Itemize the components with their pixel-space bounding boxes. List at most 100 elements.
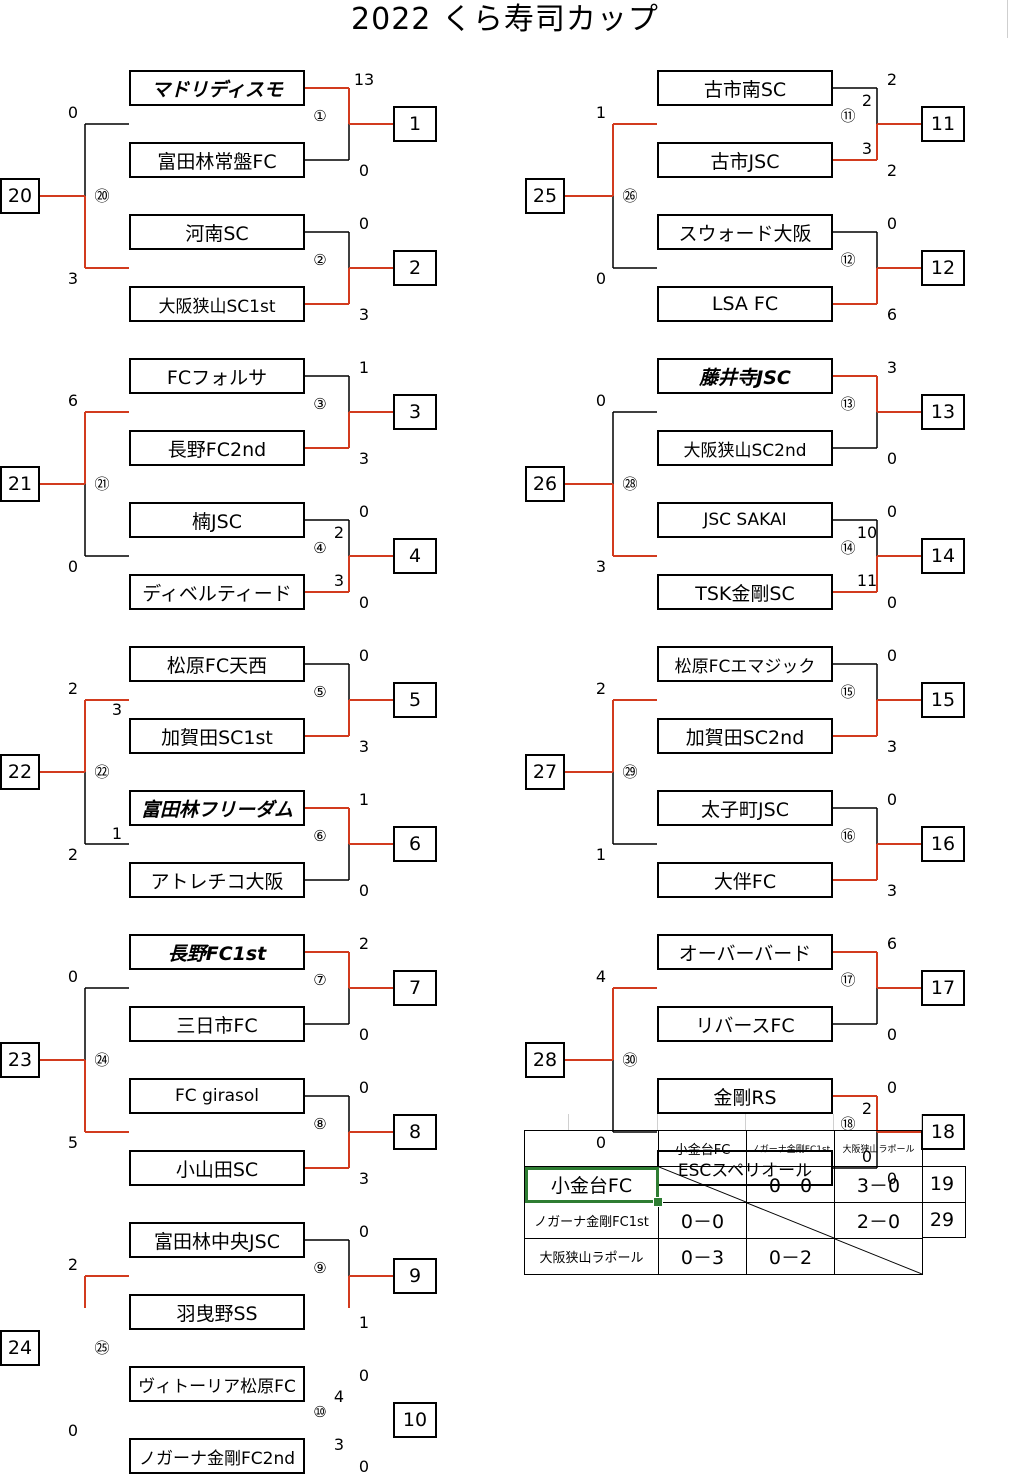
winner-box[interactable]: 5: [393, 682, 437, 718]
team-name-box[interactable]: 羽曳野SS: [129, 1294, 305, 1330]
winner-box[interactable]: 2: [393, 250, 437, 286]
team-name-box[interactable]: LSA FC: [657, 286, 833, 322]
team-name-box[interactable]: 大阪狭山SC1st: [129, 286, 305, 322]
team-name-box[interactable]: アトレチコ大阪: [129, 862, 305, 898]
round2-winner-box[interactable]: 27: [525, 754, 565, 790]
winner-box[interactable]: 14: [921, 538, 965, 574]
team-name-box[interactable]: マドリディスモ: [129, 70, 305, 106]
match-number: ⑥: [313, 827, 327, 845]
team-name-box[interactable]: 楠JSC: [129, 502, 305, 538]
team-name-box[interactable]: 大阪狭山SC2nd: [657, 430, 833, 466]
score-bottom: 0: [358, 593, 370, 612]
match-number: ⑨: [313, 1259, 327, 1277]
round2-score-top: 2: [67, 1255, 79, 1274]
league-col-header[interactable]: 大阪狭山ラポール: [834, 1130, 923, 1167]
team-name-box[interactable]: ディベルティード: [129, 574, 305, 610]
winner-box[interactable]: 10: [393, 1402, 437, 1438]
team-name-box[interactable]: FCフォルサ: [129, 358, 305, 394]
score-bottom: 0: [358, 161, 370, 180]
winner-box[interactable]: 12: [921, 250, 965, 286]
team-name-box[interactable]: 長野FC1st: [129, 934, 305, 970]
round2-pk-top: 3: [111, 700, 123, 719]
team-name-box[interactable]: リバースFC: [657, 1006, 833, 1042]
match-number: ②: [313, 251, 327, 269]
team-name-box[interactable]: 金剛RS: [657, 1078, 833, 1114]
league-cell[interactable]: 0－2: [746, 1238, 835, 1275]
score-top: 1: [358, 790, 370, 809]
league-cell[interactable]: 0－0: [746, 1166, 835, 1203]
score-bottom: 0: [886, 1025, 898, 1044]
team-name-box[interactable]: オーバーバード: [657, 934, 833, 970]
winner-box[interactable]: 1: [393, 106, 437, 142]
team-name-box[interactable]: FC girasol: [129, 1078, 305, 1114]
league-cell[interactable]: 2－0: [834, 1202, 923, 1239]
winner-box[interactable]: 16: [921, 826, 965, 862]
winner-box[interactable]: 13: [921, 394, 965, 430]
league-cell-self[interactable]: [658, 1166, 747, 1203]
team-name-box[interactable]: 加賀田SC1st: [129, 718, 305, 754]
league-cell-self[interactable]: [746, 1202, 835, 1239]
league-cell[interactable]: 0－0: [658, 1202, 747, 1239]
team-name-box[interactable]: 古市南SC: [657, 70, 833, 106]
winner-box[interactable]: 18: [921, 1114, 965, 1150]
round2-match-number: ㉙: [622, 763, 638, 781]
match-number: ①: [313, 107, 327, 125]
team-name-box[interactable]: 富田林常盤FC: [129, 142, 305, 178]
team-name-box[interactable]: 大伴FC: [657, 862, 833, 898]
league-cell[interactable]: 3－0: [834, 1166, 923, 1203]
team-name-box[interactable]: 古市JSC: [657, 142, 833, 178]
team-name-box[interactable]: 松原FC天西: [129, 646, 305, 682]
sheet-gridline: [568, 1114, 569, 1130]
round2-winner-box[interactable]: 25: [525, 178, 565, 214]
round2-winner-box[interactable]: 26: [525, 466, 565, 502]
team-name-box[interactable]: 河南SC: [129, 214, 305, 250]
team-name-box[interactable]: 加賀田SC2nd: [657, 718, 833, 754]
team-name-box[interactable]: 富田林中央JSC: [129, 1222, 305, 1258]
team-name-box[interactable]: JSC SAKAI: [657, 502, 833, 538]
round2-winner-box[interactable]: 24: [0, 1330, 40, 1366]
team-name-box[interactable]: TSK金剛SC: [657, 574, 833, 610]
winner-box[interactable]: 6: [393, 826, 437, 862]
league-row-header[interactable]: 小金台FC: [524, 1166, 663, 1207]
league-cell[interactable]: 0－3: [658, 1238, 747, 1275]
team-name-box[interactable]: スウォード大阪: [657, 214, 833, 250]
score-bottom: 0: [886, 593, 898, 612]
team-name-box[interactable]: 富田林フリーダム: [129, 790, 305, 826]
sheet-edge-line: [1007, 0, 1008, 38]
round2-score-bottom: 2: [67, 845, 79, 864]
pk-score-top: 4: [333, 1387, 345, 1406]
round2-winner-box[interactable]: 21: [0, 466, 40, 502]
team-name-box[interactable]: ヴィトーリア松原FC: [129, 1366, 305, 1402]
league-row-header[interactable]: 大阪狭山ラポール: [524, 1238, 659, 1275]
winner-box[interactable]: 4: [393, 538, 437, 574]
score-bottom: 0: [886, 449, 898, 468]
winner-box[interactable]: 7: [393, 970, 437, 1006]
league-col-header[interactable]: 小金台FC: [658, 1130, 747, 1167]
league-cell-self[interactable]: [834, 1238, 923, 1275]
team-name-box[interactable]: 松原FCエマジック: [657, 646, 833, 682]
team-name-box[interactable]: 藤井寺JSC: [657, 358, 833, 394]
round2-winner-box[interactable]: 28: [525, 1042, 565, 1078]
winner-box[interactable]: 11: [921, 106, 965, 142]
team-name-box[interactable]: ノガーナ金剛FC2nd: [129, 1438, 305, 1474]
round2-match-number: ㉕: [94, 1339, 110, 1357]
score-top: 0: [886, 1078, 898, 1097]
winner-box[interactable]: 3: [393, 394, 437, 430]
winner-box[interactable]: 17: [921, 970, 965, 1006]
round2-winner-box[interactable]: 23: [0, 1042, 40, 1078]
score-bottom: 0: [358, 1025, 370, 1044]
round2-match-number: ㉚: [622, 1051, 638, 1069]
round2-winner-box[interactable]: 22: [0, 754, 40, 790]
team-name-box[interactable]: 太子町JSC: [657, 790, 833, 826]
team-name-box[interactable]: 長野FC2nd: [129, 430, 305, 466]
match-number: ⑪: [840, 107, 856, 125]
team-name-box[interactable]: 三日市FC: [129, 1006, 305, 1042]
league-row-header[interactable]: ノガーナ金剛FC1st: [524, 1202, 659, 1239]
winner-box[interactable]: 8: [393, 1114, 437, 1150]
round2-winner-box[interactable]: 20: [0, 178, 40, 214]
winner-box[interactable]: 9: [393, 1258, 437, 1294]
league-col-header[interactable]: ノガーナ金剛FC1st: [746, 1130, 835, 1167]
winner-box[interactable]: 15: [921, 682, 965, 718]
round2-match-number: ㉑: [94, 475, 110, 493]
team-name-box[interactable]: 小山田SC: [129, 1150, 305, 1186]
